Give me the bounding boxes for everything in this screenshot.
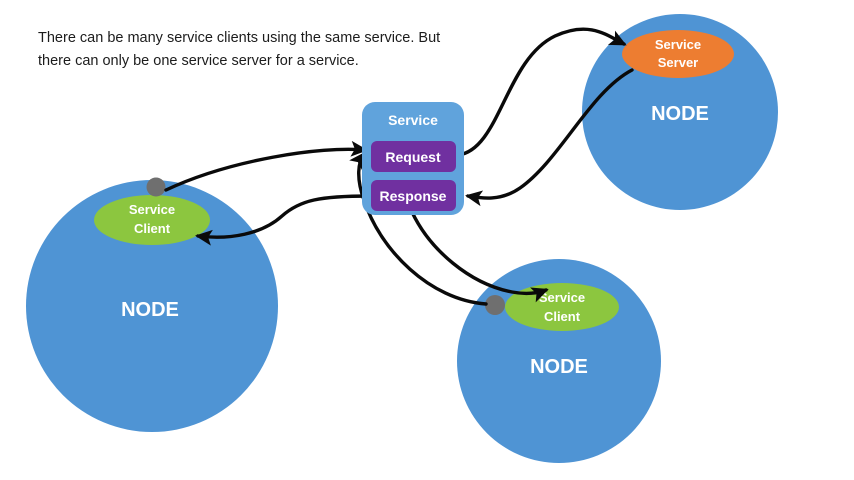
- node-client-left[interactable]: NODE Service Client: [26, 177, 278, 433]
- node-client-bottom-connector-dot[interactable]: [485, 295, 505, 315]
- service-server-label-line2: Server: [658, 55, 698, 70]
- edge-response-to-client-left: [195, 194, 372, 246]
- service-port-request-label: Request: [385, 149, 441, 165]
- node-client-left-connector-dot[interactable]: [146, 177, 166, 197]
- service-client-left-ellipse[interactable]: [94, 195, 210, 245]
- edge-response-to-client-bottom: [410, 210, 549, 303]
- node-server[interactable]: NODE Service Server: [582, 14, 778, 210]
- node-client-bottom[interactable]: NODE Service Client: [457, 259, 661, 463]
- edge-client-left-to-request: [164, 140, 368, 192]
- service-port-request[interactable]: [371, 141, 456, 172]
- service-server-label-line1: Service: [655, 37, 701, 52]
- node-server-label: NODE: [651, 103, 709, 125]
- service-client-bottom-label-line1: Service: [539, 290, 585, 305]
- service-client-bottom-label-line2: Client: [544, 309, 581, 324]
- service-server-ellipse[interactable]: [622, 30, 734, 78]
- node-client-left-circle: [26, 180, 278, 432]
- service-port-response[interactable]: [371, 180, 456, 211]
- edge-request-to-server: [456, 27, 627, 157]
- edge-client-bottom-to-request: [349, 151, 488, 306]
- service-client-left-label-line2: Client: [134, 221, 171, 236]
- node-client-bottom-label: NODE: [530, 356, 588, 378]
- service-port-response-label: Response: [380, 188, 447, 204]
- service-box[interactable]: Service Request Response: [362, 102, 464, 215]
- diagram-caption: There can be many service clients using …: [38, 30, 441, 69]
- service-client-left-label-line1: Service: [129, 202, 175, 217]
- node-client-left-label: NODE: [121, 299, 179, 321]
- service-title: Service: [388, 112, 438, 128]
- edge-server-to-response: [465, 68, 634, 207]
